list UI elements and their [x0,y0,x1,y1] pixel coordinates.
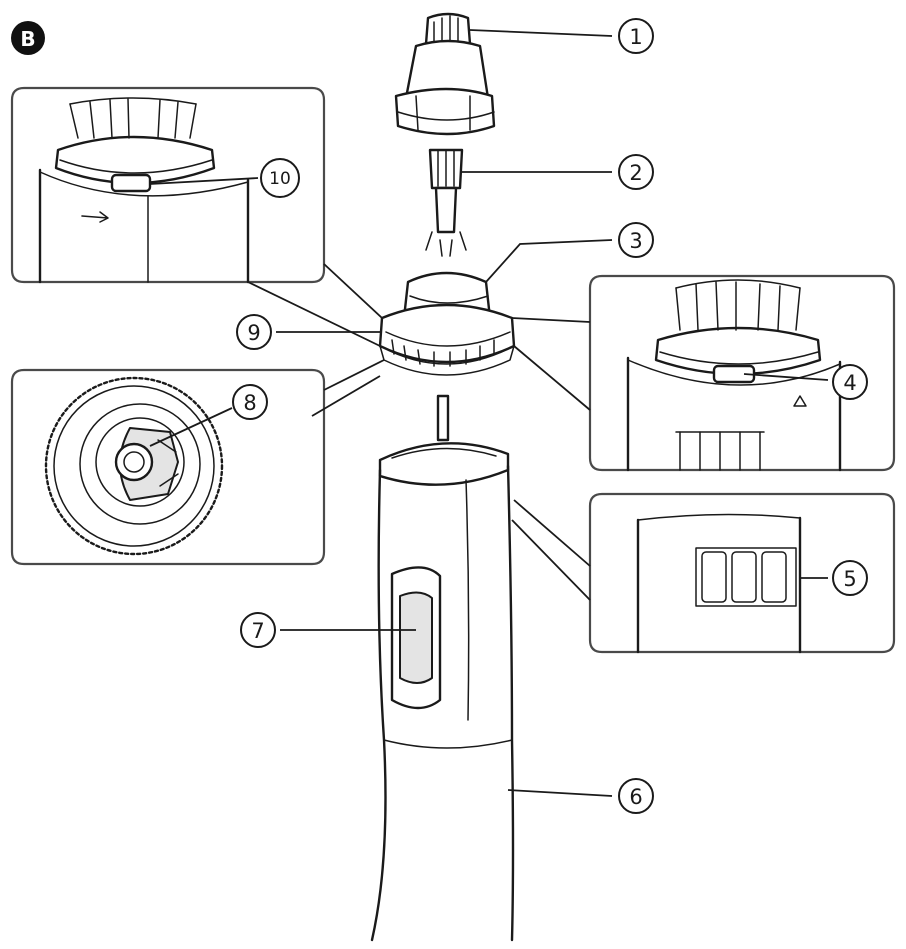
figure-badge-letter: B [20,27,35,51]
callout-3: 3 [618,222,654,258]
inset-panel-cap-mark [588,274,896,472]
inner-blade [425,148,467,257]
figure-badge: B [11,21,45,55]
callout-10-label: 10 [269,169,291,189]
leader-lines [149,29,829,797]
callout-7-label: 7 [251,619,264,643]
callout-9-label: 9 [247,321,260,345]
callout-4-label: 4 [843,371,856,395]
callout-6-label: 6 [629,785,642,809]
callout-1: 1 [618,18,654,54]
callout-6: 6 [618,778,654,814]
callout-5-label: 5 [843,567,856,591]
callout-4: 4 [832,364,868,400]
inset-panel-switch-detail [588,492,896,654]
inset-panel-lock-ring [10,86,326,284]
callout-2-label: 2 [629,161,642,185]
callout-1-label: 1 [629,25,642,49]
callout-7: 7 [240,612,276,648]
callout-2: 2 [618,154,654,190]
main-body [370,394,515,942]
trimmer-head-cover [394,12,496,136]
callout-8: 8 [232,384,268,420]
callout-9: 9 [236,314,272,350]
cap-ring [378,271,516,376]
callout-8-label: 8 [243,391,256,415]
inset-panel-ring-underside [10,368,326,566]
callout-3-label: 3 [629,229,642,253]
callout-5: 5 [832,560,868,596]
callout-10: 10 [260,158,300,198]
